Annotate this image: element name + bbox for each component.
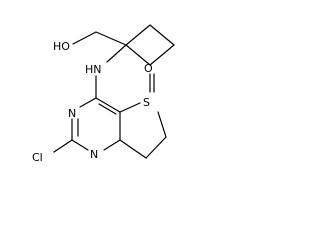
bond-o-ch2 — [72, 31, 97, 45]
chemical-structure: HO HN S O N N Cl — [32, 24, 175, 164]
bond-ch2-c7a — [119, 139, 147, 159]
atom-label-ring-nitrogen-bottom: N — [90, 148, 98, 161]
atom-label-hydroxyl: HO — [53, 40, 70, 53]
atom-label-oxide-oxygen: O — [144, 62, 153, 75]
atom-label-chlorine: Cl — [32, 151, 43, 164]
bond-cyclobutane-1 — [125, 24, 151, 46]
atom-label-amine: HN — [85, 63, 102, 76]
bond-s-ch2 — [157, 111, 167, 138]
bond-c4-c4a — [95, 97, 121, 113]
bond-cyclobutane-2 — [149, 24, 175, 46]
bond-c4a-s — [119, 102, 141, 113]
bond-cq-nh — [106, 44, 127, 63]
atom-label-sulfur: S — [143, 96, 150, 109]
bond-ch2-ch2 — [145, 136, 167, 159]
bond-c4-n3 — [79, 97, 97, 108]
bond-ch2-cq — [95, 31, 127, 46]
bond-c2-n1 — [71, 139, 89, 151]
bond-cyclobutane-3 — [149, 44, 175, 66]
bond-c2-cl — [53, 139, 73, 153]
bond-cyclobutane-4 — [125, 44, 151, 66]
bond-c4-c4a-double — [98, 103, 117, 115]
bond-n1-c7a — [103, 139, 121, 151]
atom-label-ring-nitrogen-top: N — [68, 107, 76, 120]
